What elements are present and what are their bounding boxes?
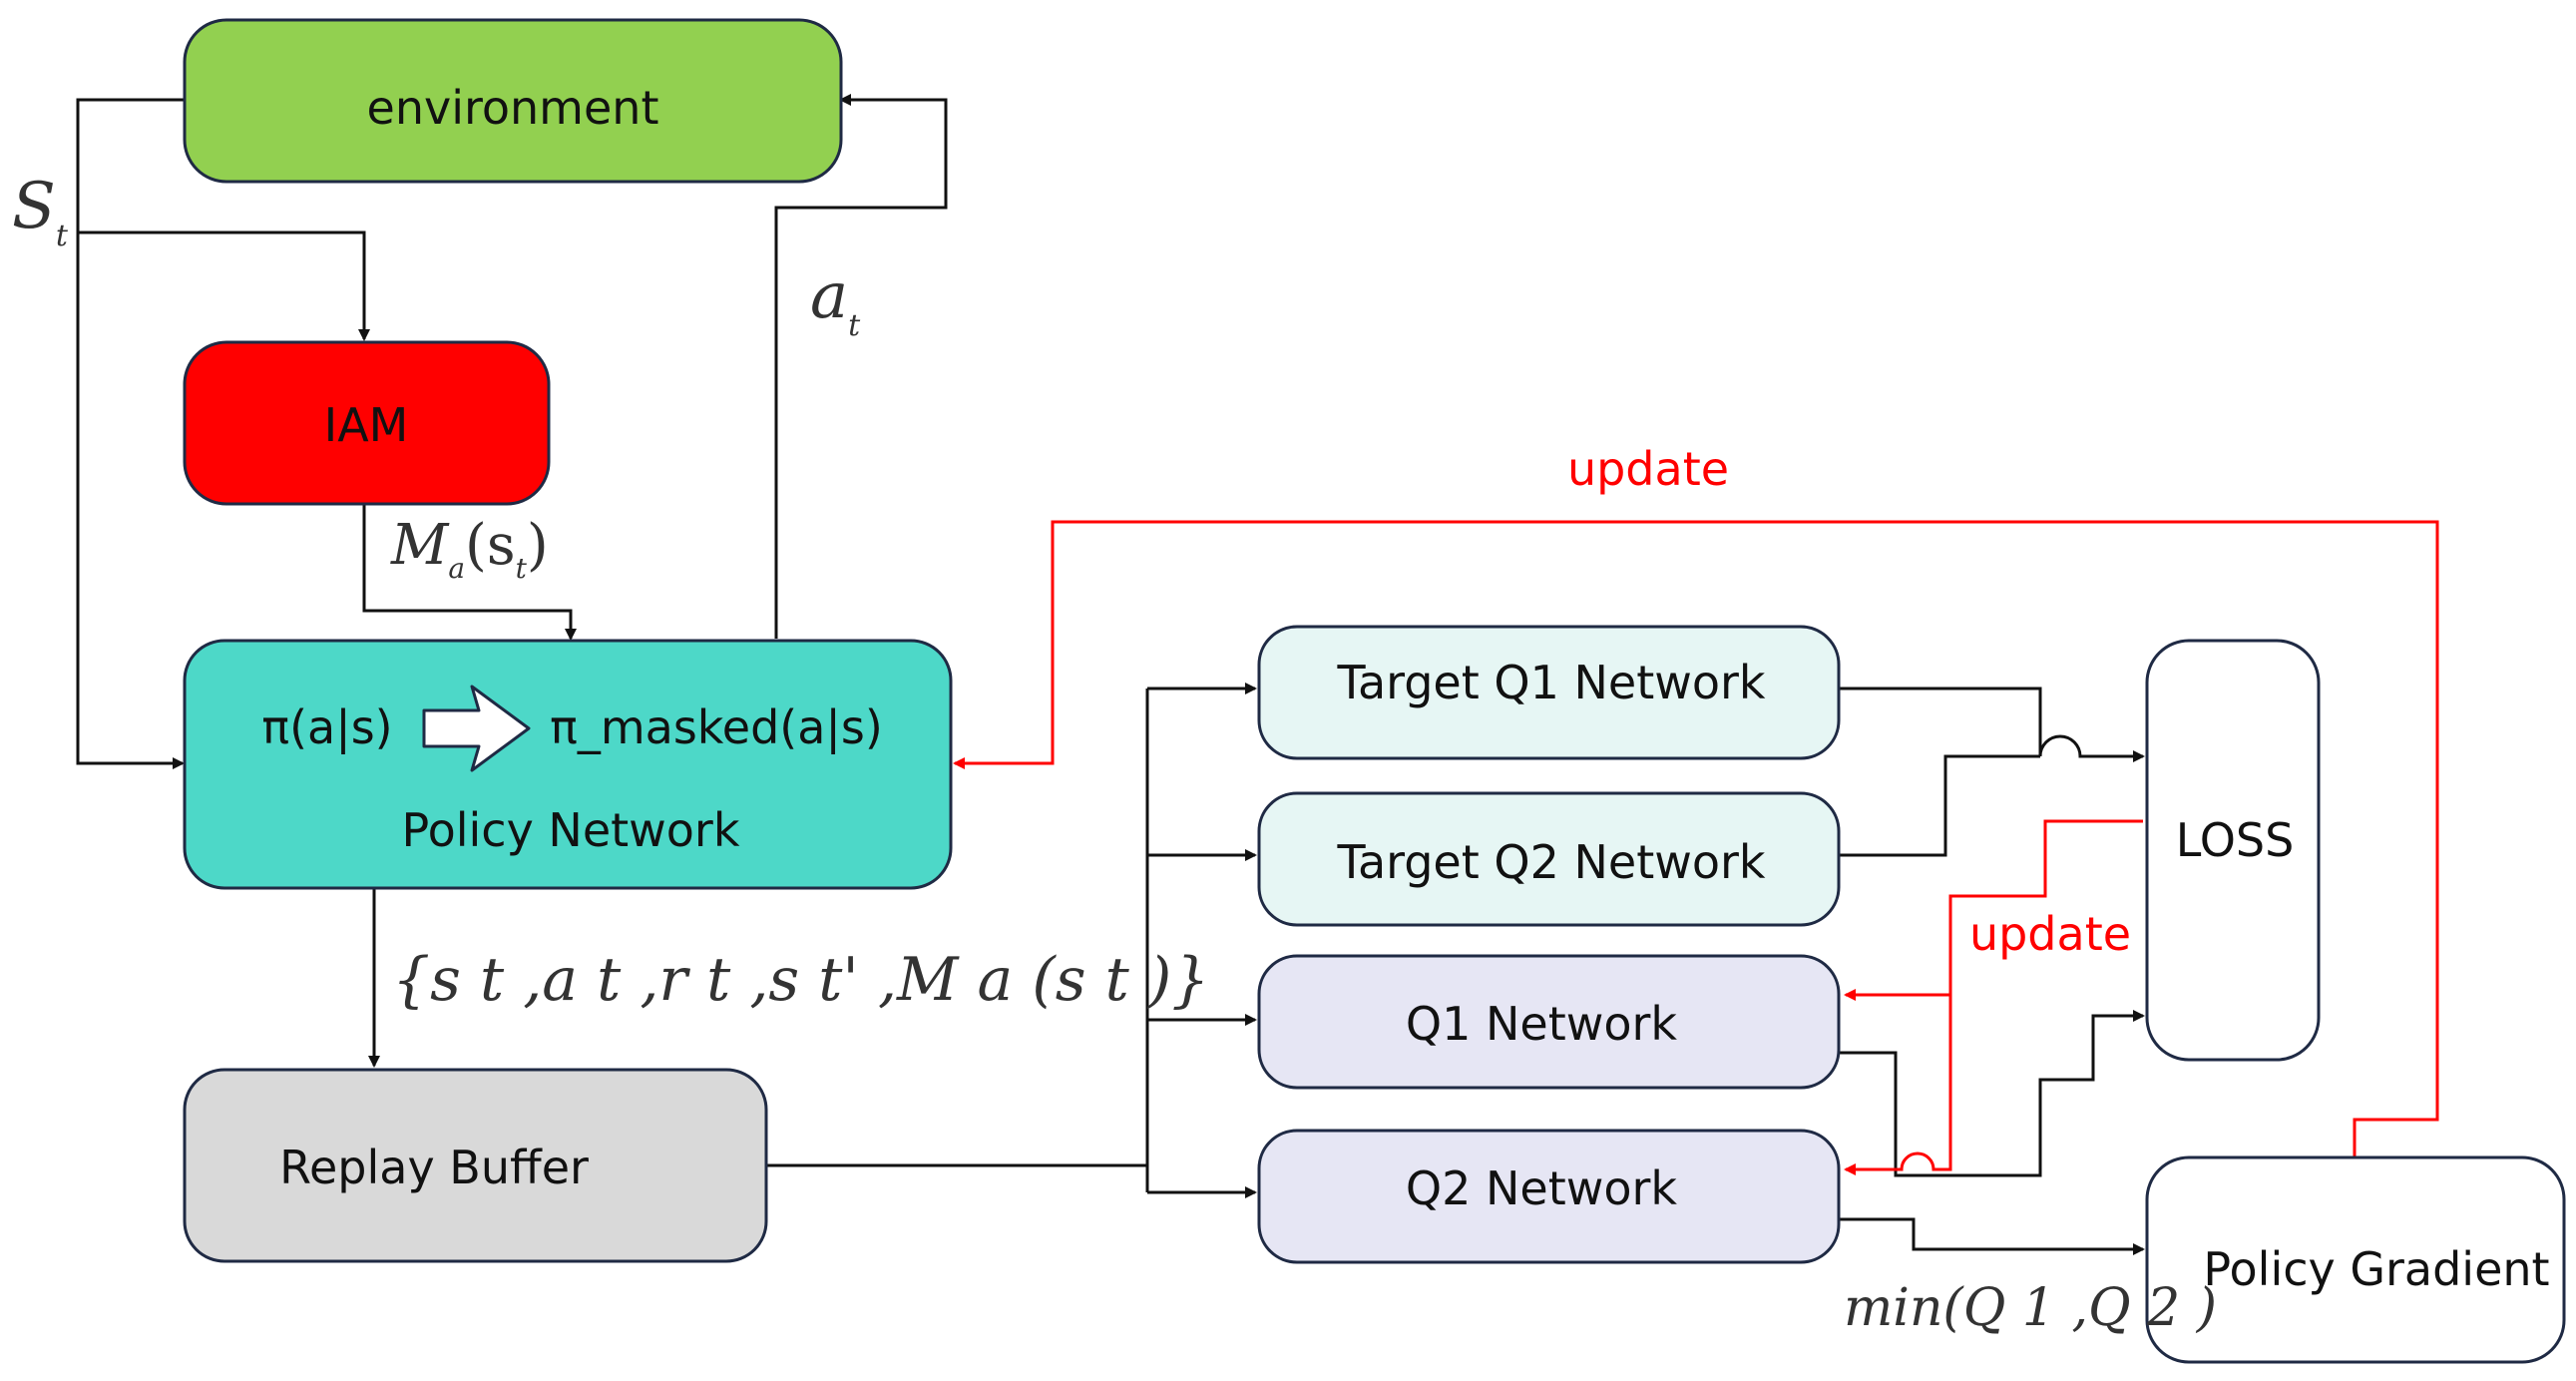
policy-masked-label: π_masked(a|s) bbox=[550, 700, 883, 755]
iam-label: IAM bbox=[324, 398, 409, 452]
edge-env-to-policy bbox=[76, 98, 185, 769]
edge-update-q2 bbox=[1844, 995, 1952, 1175]
mask-label: Ma(st) bbox=[390, 513, 549, 585]
policy-network-title: Policy Network bbox=[401, 803, 739, 857]
update-label-mid: update bbox=[1969, 907, 2131, 961]
target-q1-network-box bbox=[1257, 625, 1841, 760]
q2-network-box bbox=[1257, 1129, 1841, 1264]
policy-gradient-box bbox=[2145, 1155, 2566, 1364]
replay-buffer-box bbox=[183, 1068, 768, 1263]
mask-transform-arrow-icon bbox=[422, 685, 531, 772]
action-label: at bbox=[810, 259, 861, 343]
edge-target-q1-to-loss bbox=[1839, 687, 2145, 762]
transition-tuple-label: {s t ,a t ,r t ,s t' ,M a (s t )} bbox=[392, 945, 1209, 1015]
q1-network-box bbox=[1257, 954, 1841, 1090]
state-label: St bbox=[12, 170, 69, 253]
black-connectors bbox=[76, 94, 2145, 1255]
update-label-top: update bbox=[1567, 442, 1729, 496]
edge-action-to-env bbox=[774, 94, 948, 639]
edge-target-q2-to-loss bbox=[1839, 754, 2040, 857]
replay-buffer-label: Replay Buffer bbox=[279, 1141, 589, 1194]
edge-iam-to-policy bbox=[362, 504, 577, 641]
q1-network-label: Q1 Network bbox=[1406, 997, 1678, 1051]
environment-label: environment bbox=[367, 81, 659, 135]
min-q-label: min(Q 1 ,Q 2 ) bbox=[1844, 1278, 2217, 1338]
edge-q1-out bbox=[1839, 1010, 2145, 1177]
environment-box bbox=[183, 18, 843, 184]
edge-update-policy bbox=[953, 520, 2439, 1157]
iam-box bbox=[183, 340, 551, 506]
target-q1-network-label: Target Q1 Network bbox=[1336, 656, 1765, 709]
policy-network-box bbox=[183, 639, 953, 890]
policy-input-label: π(a|s) bbox=[261, 700, 392, 755]
edge-update-q1 bbox=[1844, 819, 2143, 1001]
target-q2-network-label: Target Q2 Network bbox=[1336, 835, 1765, 889]
update-connectors bbox=[953, 520, 2439, 1175]
q2-network-label: Q2 Network bbox=[1406, 1161, 1678, 1215]
loss-box bbox=[2145, 639, 2321, 1062]
target-q2-network-box bbox=[1257, 791, 1841, 927]
edge-q2-to-pg bbox=[1839, 1217, 2145, 1255]
policy-gradient-label: Policy Gradient bbox=[2203, 1242, 2549, 1296]
edge-state-to-iam bbox=[78, 230, 370, 341]
loss-label: LOSS bbox=[2176, 813, 2295, 867]
